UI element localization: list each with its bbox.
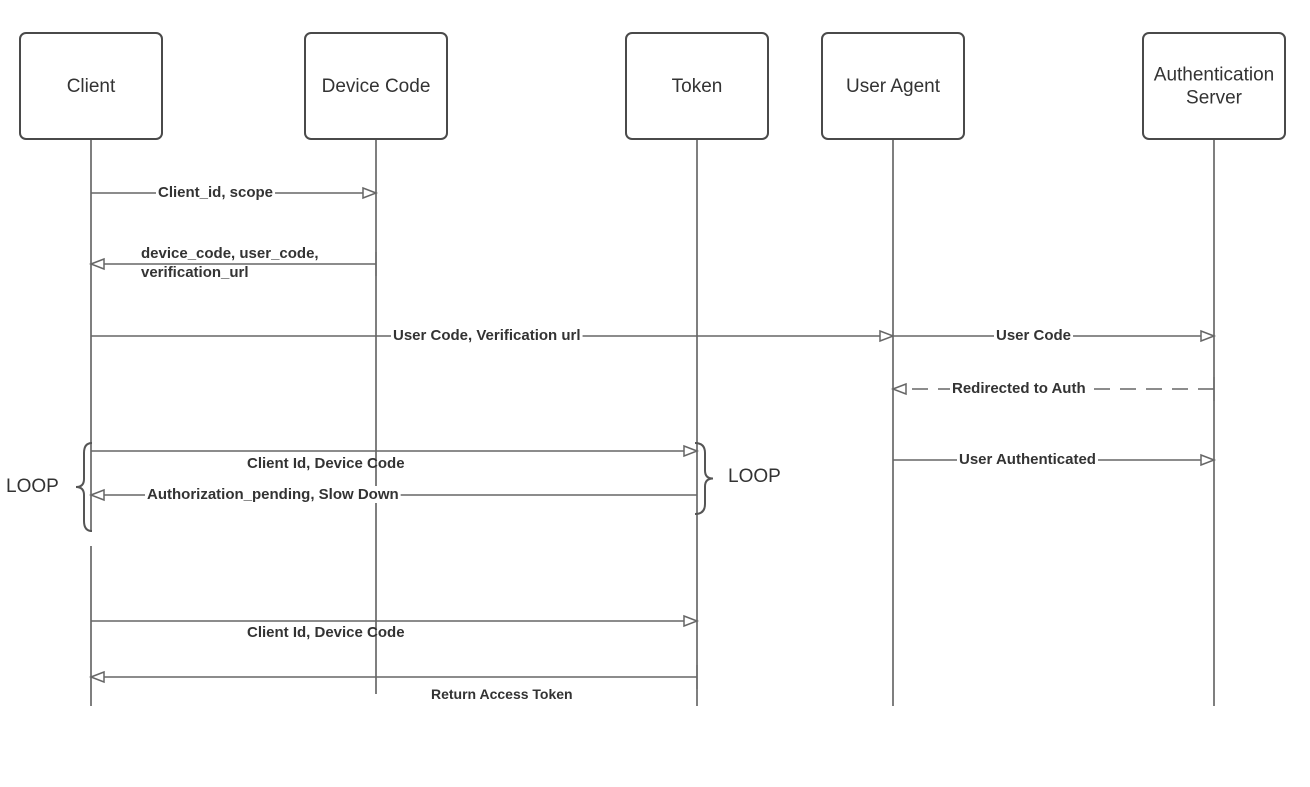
message-label-bg-redirected-to-auth: [950, 380, 1088, 397]
message-redirected-to-auth: Redirected to Auth: [890, 377, 1215, 401]
message-label-client-id-device-code-loop: Client Id, Device Code: [247, 455, 405, 472]
loop-fragments: LOOP LOOP: [6, 442, 781, 532]
participant-box-auth-server: [1142, 32, 1286, 140]
participant-label-auth-server: Server: [1186, 88, 1243, 109]
message-return-access-token: Return Access Token: [88, 665, 698, 702]
participant-client: Client: [19, 32, 163, 140]
participant-label-token: Token: [672, 76, 723, 97]
message-client-id-device-code-loop: Client Id, Device Code: [91, 444, 700, 472]
participant-token: Token: [625, 32, 769, 140]
message-label-user-authenticated: User Authenticated: [959, 451, 1096, 468]
participant-box-device-code: [304, 32, 448, 140]
message-user-authenticated: User Authenticated: [893, 451, 1217, 468]
arrowhead-client-id-scope: [362, 186, 379, 200]
arrowhead-client-id-device-code: [683, 614, 700, 628]
message-label-user-code-verification-url: User Code, Verification url: [393, 327, 581, 344]
loop-loop-right: LOOP: [694, 442, 781, 515]
participant-box-client: [19, 32, 163, 140]
arrowhead-user-code-verification-url: [879, 329, 896, 343]
lifelines: [86, 139, 1215, 706]
arrowhead-return-access-token: [88, 670, 105, 684]
participant-label-device-code: Device Code: [322, 76, 431, 97]
message-label-bg-user-code-verification-url: [391, 327, 583, 344]
arrowhead-redirected-to-auth: [890, 382, 907, 396]
participant-label-auth-server: Authentication: [1154, 65, 1274, 86]
message-device-code-response: device_code, user_code, verification_url: [88, 245, 377, 281]
message-label-redirected-to-auth: Redirected to Auth: [952, 380, 1086, 397]
loop-loop-left: LOOP: [6, 442, 93, 532]
message-label-bg-client-id-scope: [156, 184, 276, 201]
participants: Client Device Code Token User Agent Authenti…: [19, 32, 1286, 140]
message-label-user-code: User Code: [996, 327, 1071, 344]
message-label-bg-user-code: [994, 327, 1074, 344]
message-label-client-id-device-code: Client Id, Device Code: [247, 624, 405, 641]
loop-brace-loop-left: [75, 442, 93, 532]
arrowhead-client-id-device-code-loop: [683, 444, 700, 458]
arrowhead-device-code-response: [88, 257, 105, 271]
lifeline-gap: [86, 532, 96, 546]
message-label-return-access-token: Return Access Token: [431, 686, 573, 702]
loop-label-loop-right: LOOP: [728, 466, 781, 487]
arrowhead-user-authenticated: [1200, 453, 1217, 467]
loop-brace-loop-right: [694, 442, 714, 515]
participant-device-code: Device Code: [304, 32, 448, 140]
message-label-device-code-response: verification_url: [141, 264, 249, 281]
message-authorization-pending: Authorization_pending, Slow Down: [88, 486, 697, 503]
participant-box-token: [625, 32, 769, 140]
message-client-id-scope: Client_id, scope: [91, 184, 379, 201]
message-label-authorization-pending: Authorization_pending, Slow Down: [147, 486, 399, 503]
message-label-client-id-scope: Client_id, scope: [158, 184, 273, 201]
message-label-device-code-response: device_code, user_code,: [141, 245, 319, 262]
message-client-id-device-code: Client Id, Device Code: [91, 614, 700, 641]
participant-user-agent: User Agent: [821, 32, 965, 140]
message-user-code-verification-url: User Code, Verification url: [91, 327, 896, 344]
messages: Client_id, scope device_code, user_code,v…: [88, 184, 1217, 702]
loop-label-loop-left: LOOP: [6, 476, 59, 497]
message-user-code: User Code: [893, 327, 1217, 344]
participant-box-user-agent: [821, 32, 965, 140]
arrowhead-user-code: [1200, 329, 1217, 343]
participant-label-client: Client: [67, 76, 116, 97]
message-label-bg-user-authenticated: [957, 451, 1098, 468]
participant-label-user-agent: User Agent: [846, 76, 941, 97]
message-label-bg-authorization-pending: [145, 486, 401, 503]
arrowhead-authorization-pending: [88, 488, 105, 502]
